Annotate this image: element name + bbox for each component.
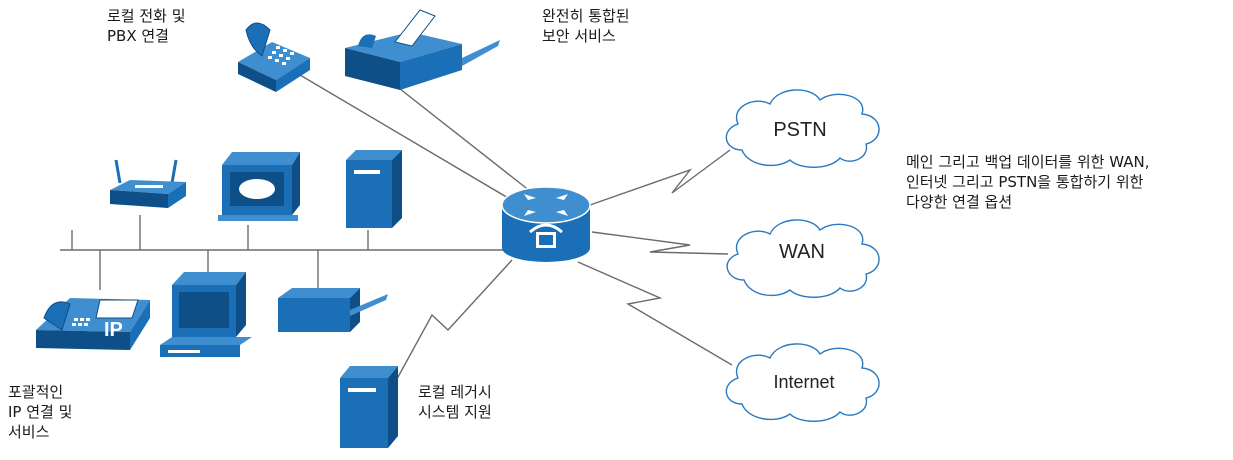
ip-phone-text: IP bbox=[104, 319, 123, 341]
ip-services-line1: 포괄적인 bbox=[8, 383, 64, 401]
monitor-icon bbox=[218, 152, 300, 221]
link-router-pstn bbox=[589, 149, 731, 206]
wan-cloud: WAN bbox=[726, 219, 880, 298]
router-icon bbox=[501, 186, 591, 262]
link-legacy-router bbox=[391, 259, 513, 389]
link-security-router bbox=[394, 84, 536, 196]
pc-icon bbox=[160, 272, 252, 357]
legacy-server-icon bbox=[340, 366, 398, 448]
pstn-cloud: PSTN bbox=[725, 89, 880, 168]
printer-icon bbox=[278, 288, 388, 332]
desk-phone-icon bbox=[238, 22, 310, 92]
pstn-label: PSTN bbox=[773, 119, 826, 141]
server-icon bbox=[346, 150, 402, 228]
legacy-label-line2: 시스템 지원 bbox=[418, 403, 492, 421]
wan-label: WAN bbox=[779, 241, 825, 263]
pbx-label-line1: 로컬 전화 및 bbox=[107, 7, 186, 25]
ip-services-line2: IP 연결 및 bbox=[8, 403, 73, 421]
access-point-icon bbox=[110, 159, 186, 208]
wan-options-line1: 메인 그리고 백업 데이터를 위한 WAN, bbox=[906, 153, 1150, 171]
security-appliance-icon bbox=[345, 9, 500, 90]
wan-options-label: 메인 그리고 백업 데이터를 위한 WAN, 인터넷 그리고 PSTN을 통합하… bbox=[906, 152, 1150, 212]
pbx-label: 로컬 전화 및 PBX 연결 bbox=[107, 6, 186, 46]
link-router-wan bbox=[591, 231, 729, 255]
legacy-label-line1: 로컬 레거시 bbox=[418, 383, 492, 401]
internet-label: Internet bbox=[773, 372, 834, 392]
legacy-label: 로컬 레거시 시스템 지원 bbox=[418, 382, 492, 422]
ip-services-line3: 서비스 bbox=[8, 423, 50, 441]
connection-lines bbox=[60, 74, 733, 389]
wan-options-line2: 인터넷 그리고 PSTN을 통합하기 위한 bbox=[906, 173, 1144, 191]
security-label: 완전히 통합된 보안 서비스 bbox=[542, 6, 630, 46]
link-router-internet bbox=[577, 261, 733, 366]
link-phone-router bbox=[299, 74, 521, 206]
pbx-label-line2: PBX 연결 bbox=[107, 27, 169, 45]
ip-services-label: 포괄적인 IP 연결 및 서비스 bbox=[8, 382, 72, 442]
internet-cloud: Internet bbox=[725, 343, 880, 422]
security-label-line1: 완전히 통합된 bbox=[542, 7, 630, 25]
ip-phone-icon: IP bbox=[36, 298, 150, 350]
wan-options-line3: 다양한 연결 옵션 bbox=[906, 193, 1013, 211]
security-label-line2: 보안 서비스 bbox=[542, 27, 616, 45]
